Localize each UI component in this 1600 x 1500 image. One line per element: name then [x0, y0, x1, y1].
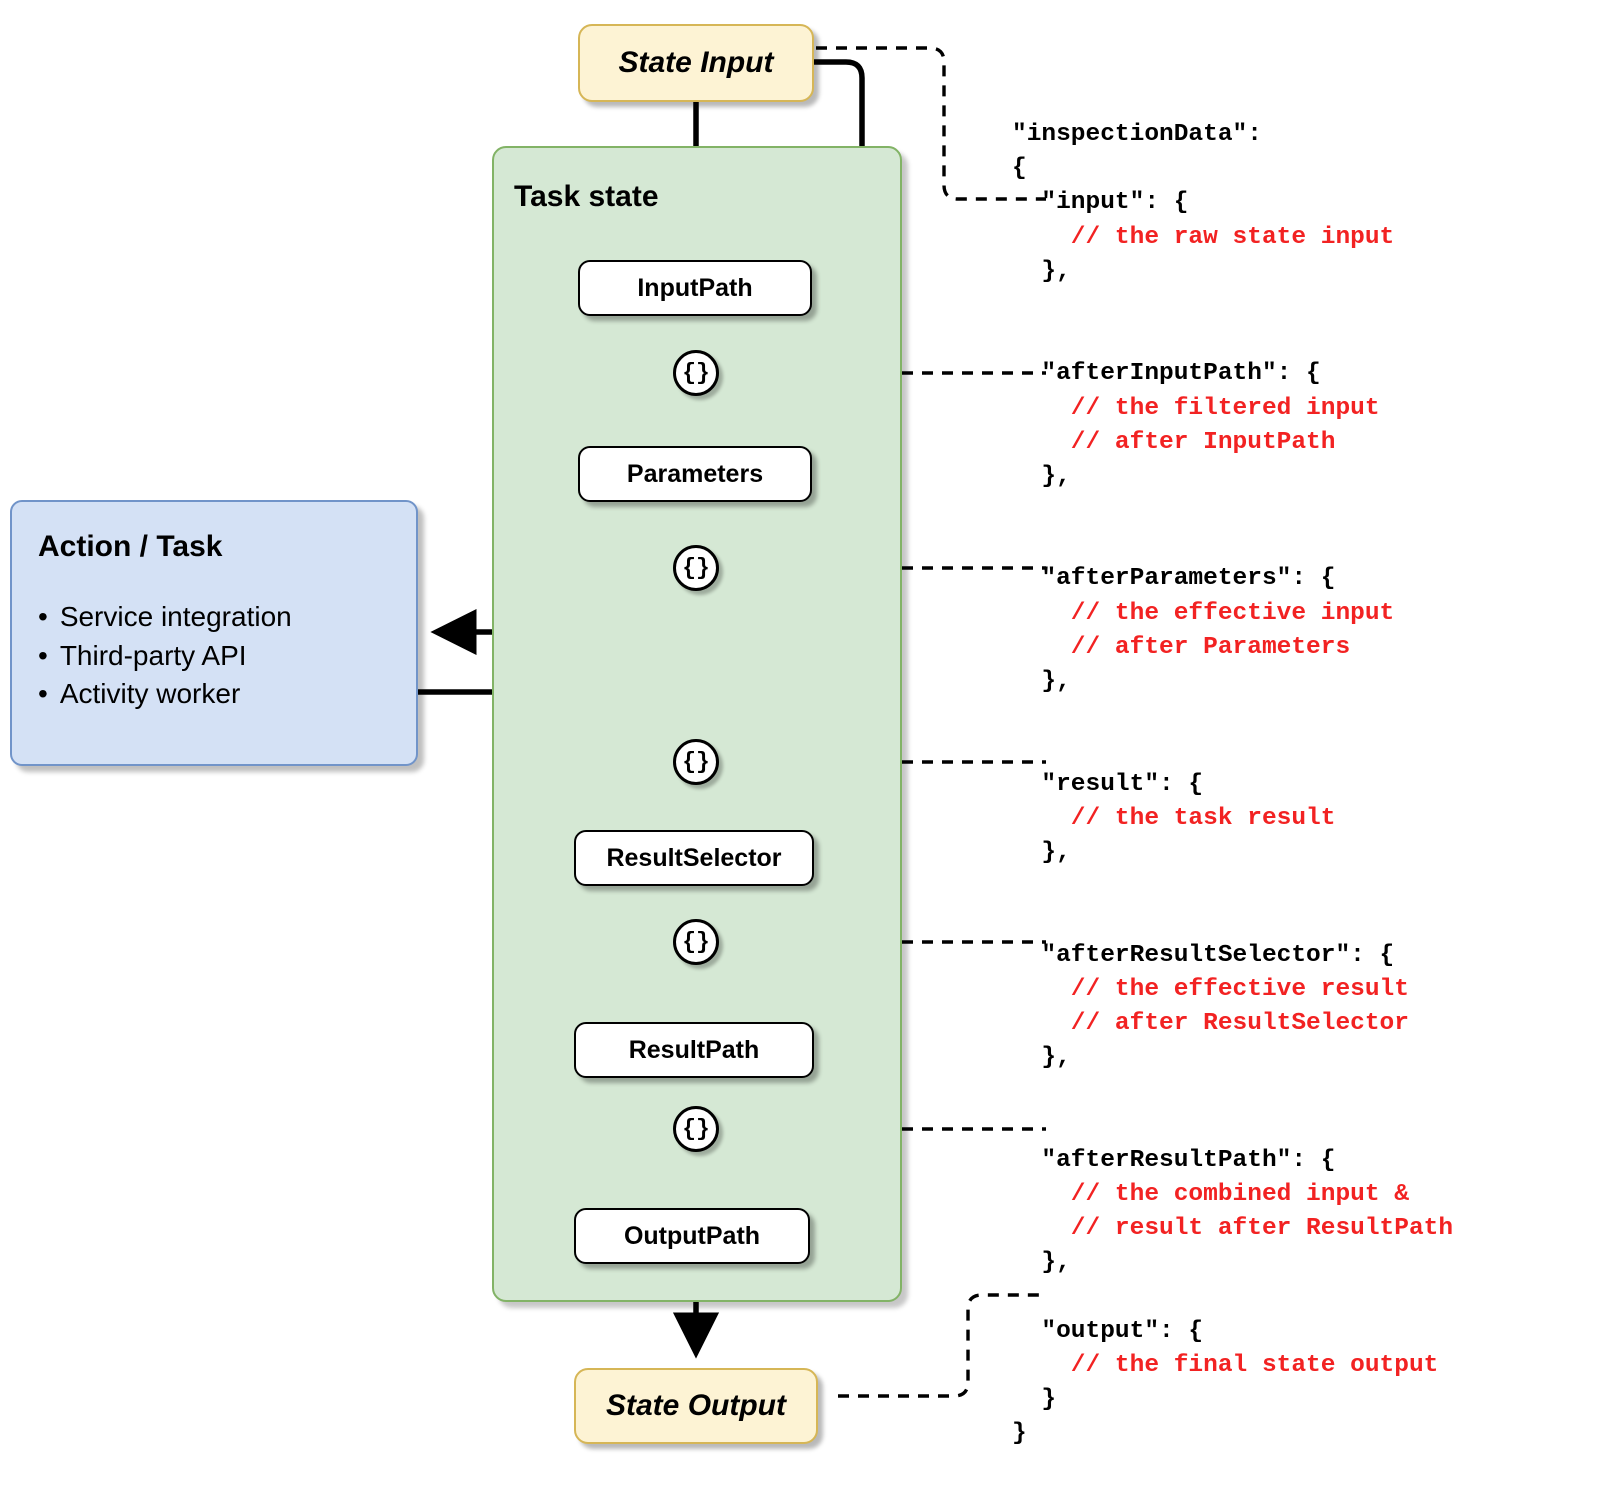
- code-token: {: [1012, 155, 1027, 183]
- code-token: "afterResultPath": {: [1012, 1146, 1336, 1174]
- code-line: // after ResultSelector: [1012, 1007, 1598, 1041]
- code-line: // the final state output: [1012, 1349, 1598, 1383]
- code-comment: // the task result: [1012, 804, 1336, 832]
- code-token: "input": {: [1012, 189, 1189, 217]
- code-token: },: [1012, 668, 1071, 695]
- step-outputpath[interactable]: OutputPath: [574, 1208, 810, 1264]
- code-comment: // the final state output: [1012, 1351, 1439, 1379]
- action-task-title: Action / Task: [38, 530, 223, 563]
- code-comment: // the combined input &: [1012, 1180, 1409, 1208]
- code-token: "inspectionData":: [1012, 121, 1262, 148]
- code-line: }: [1012, 1417, 1598, 1451]
- code-comment: // after Parameters: [1012, 633, 1351, 661]
- code-line: [1012, 904, 1598, 938]
- code-line: // after Parameters: [1012, 631, 1598, 665]
- code-token: },: [1012, 1044, 1071, 1072]
- code-line: "input": {: [1012, 186, 1598, 220]
- code-line: "afterResultSelector": {: [1012, 939, 1598, 973]
- code-line: },: [1012, 836, 1598, 870]
- state-input-node[interactable]: State Input: [578, 24, 814, 102]
- code-token: "afterParameters": {: [1012, 565, 1336, 593]
- state-output-node[interactable]: State Output: [574, 1368, 818, 1444]
- list-item: Service integration: [38, 598, 390, 637]
- code-token: }: [1012, 1420, 1027, 1448]
- code-line: "afterInputPath": {: [1012, 357, 1598, 391]
- state-output-label: State Output: [606, 1389, 786, 1422]
- code-line: },: [1012, 665, 1598, 699]
- task-state-title: Task state: [514, 180, 659, 213]
- step-resultselector[interactable]: ResultSelector: [574, 830, 814, 886]
- braces-icon: {}: [682, 929, 710, 955]
- junction-after-result-path[interactable]: {}: [673, 1106, 719, 1152]
- code-line: // the effective result: [1012, 973, 1598, 1007]
- step-label: Parameters: [626, 459, 764, 488]
- code-line: {: [1012, 152, 1598, 186]
- code-line: // the combined input &: [1012, 1178, 1598, 1212]
- code-line: "afterParameters": {: [1012, 562, 1598, 596]
- code-comment: // the effective input: [1012, 599, 1395, 627]
- code-line: // the task result: [1012, 802, 1598, 836]
- code-comment: // result after ResultPath: [1012, 1215, 1454, 1242]
- step-inputpath[interactable]: InputPath: [578, 260, 812, 316]
- code-line: },: [1012, 1041, 1598, 1075]
- code-line: },: [1012, 460, 1598, 494]
- code-token: }: [1012, 1385, 1057, 1413]
- braces-icon: {}: [682, 749, 710, 775]
- code-line: // the raw state input: [1012, 221, 1598, 255]
- code-line: [1012, 699, 1598, 733]
- code-comment: // the effective result: [1012, 975, 1409, 1003]
- code-line: [1012, 1075, 1598, 1109]
- state-input-label: State Input: [618, 46, 774, 79]
- code-token: },: [1012, 462, 1071, 490]
- code-line: },: [1012, 1246, 1598, 1280]
- code-comment: // after InputPath: [1012, 428, 1336, 456]
- code-line: [1012, 733, 1598, 767]
- code-line: [1012, 1109, 1598, 1143]
- code-line: "result": {: [1012, 768, 1598, 802]
- code-line: "inspectionData":: [1012, 118, 1598, 152]
- braces-icon: {}: [682, 360, 710, 386]
- code-line: }: [1012, 1383, 1598, 1417]
- step-label: ResultSelector: [606, 843, 782, 872]
- action-task-list: Service integration Third-party API Acti…: [38, 598, 390, 714]
- code-line: // result after ResultPath: [1012, 1212, 1598, 1246]
- code-token: "afterInputPath": {: [1012, 360, 1321, 388]
- junction-after-result-selector[interactable]: {}: [673, 919, 719, 965]
- step-label: InputPath: [637, 273, 753, 302]
- code-token: "output": {: [1012, 1317, 1204, 1345]
- code-token: },: [1012, 1249, 1071, 1277]
- code-line: },: [1012, 255, 1598, 289]
- junction-task-result[interactable]: {}: [673, 739, 719, 785]
- junction-after-parameters[interactable]: {}: [673, 545, 719, 591]
- braces-icon: {}: [682, 1116, 710, 1142]
- code-token: "result": {: [1012, 770, 1204, 798]
- code-line: // the effective input: [1012, 597, 1598, 631]
- code-line: [1012, 1280, 1598, 1314]
- code-token: "afterResultSelector": {: [1012, 941, 1395, 969]
- code-line: // after InputPath: [1012, 426, 1598, 460]
- code-comment: // after ResultSelector: [1012, 1009, 1409, 1037]
- braces-icon: {}: [682, 555, 710, 581]
- code-token: },: [1012, 838, 1071, 866]
- junction-after-input-path[interactable]: {}: [673, 350, 719, 396]
- code-line: "afterResultPath": {: [1012, 1144, 1598, 1178]
- code-line: "output": {: [1012, 1315, 1598, 1349]
- code-token: },: [1012, 257, 1071, 285]
- code-line: [1012, 289, 1598, 323]
- code-line: // the filtered input: [1012, 392, 1598, 426]
- step-label: OutputPath: [623, 1221, 761, 1250]
- step-parameters[interactable]: Parameters: [578, 446, 812, 502]
- code-line: [1012, 323, 1598, 357]
- action-task-box[interactable]: Action / Task Service integration Third-…: [10, 500, 418, 766]
- step-resultpath[interactable]: ResultPath: [574, 1022, 814, 1078]
- code-line: [1012, 528, 1598, 562]
- code-line: [1012, 494, 1598, 528]
- step-label: ResultPath: [628, 1035, 760, 1064]
- code-line: [1012, 870, 1598, 904]
- inspection-data-code: "inspectionData": { "input": { // the raw…: [1012, 118, 1598, 1451]
- code-comment: // the filtered input: [1012, 394, 1380, 422]
- list-item: Activity worker: [38, 675, 390, 714]
- list-item: Third-party API: [38, 637, 390, 676]
- code-comment: // the raw state input: [1012, 223, 1395, 251]
